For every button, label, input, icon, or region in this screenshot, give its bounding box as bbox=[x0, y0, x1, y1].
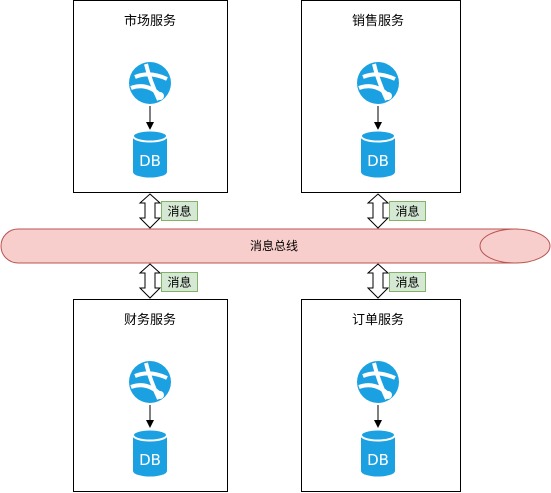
service-box-finance: 财务服务 DB bbox=[73, 299, 228, 492]
service-box-sales: 销售服务 DB bbox=[301, 0, 461, 193]
message-label-box bbox=[161, 272, 198, 292]
globe-web-app-icon bbox=[357, 62, 399, 104]
db-label: DB bbox=[139, 451, 161, 469]
double-arrow-icon bbox=[366, 193, 390, 229]
database-cylinder-icon: DB bbox=[132, 129, 168, 178]
database-cylinder-icon: DB bbox=[360, 428, 396, 477]
connector-bus-finance: 消息 bbox=[138, 263, 198, 299]
db-label: DB bbox=[367, 451, 389, 469]
service-box-order: 订单服务 DB bbox=[301, 299, 461, 492]
service-box-market: 市场服务 DB bbox=[73, 0, 228, 193]
service-title: 财务服务 bbox=[124, 312, 176, 328]
service-title: 市场服务 bbox=[124, 13, 176, 29]
message-label: 消息 bbox=[167, 204, 191, 219]
db-label: DB bbox=[367, 152, 389, 170]
connector-sales-bus: 消息 bbox=[366, 193, 426, 229]
message-label: 消息 bbox=[395, 204, 419, 219]
globe-web-app-icon bbox=[357, 361, 399, 403]
database-cylinder-icon: DB bbox=[360, 129, 396, 178]
double-arrow-icon bbox=[366, 263, 390, 299]
bus-cylinder-end bbox=[479, 228, 551, 264]
service-title: 订单服务 bbox=[352, 312, 404, 328]
globe-web-app-icon bbox=[129, 361, 171, 403]
double-arrow-icon bbox=[138, 263, 162, 299]
database-cylinder-icon: DB bbox=[132, 428, 168, 477]
message-label-box bbox=[161, 201, 198, 221]
message-bus: 消息总线 bbox=[0, 228, 551, 264]
message-label-box bbox=[389, 201, 426, 221]
db-label: DB bbox=[139, 152, 161, 170]
connector-market-bus: 消息 bbox=[138, 193, 198, 229]
connector-bus-order: 消息 bbox=[366, 263, 426, 299]
message-label-box bbox=[389, 272, 426, 292]
message-label: 消息 bbox=[167, 275, 191, 290]
bus-label: 消息总线 bbox=[250, 238, 298, 253]
service-title: 销售服务 bbox=[352, 13, 404, 29]
message-label: 消息 bbox=[395, 275, 419, 290]
globe-web-app-icon bbox=[129, 62, 171, 104]
double-arrow-icon bbox=[138, 193, 162, 229]
